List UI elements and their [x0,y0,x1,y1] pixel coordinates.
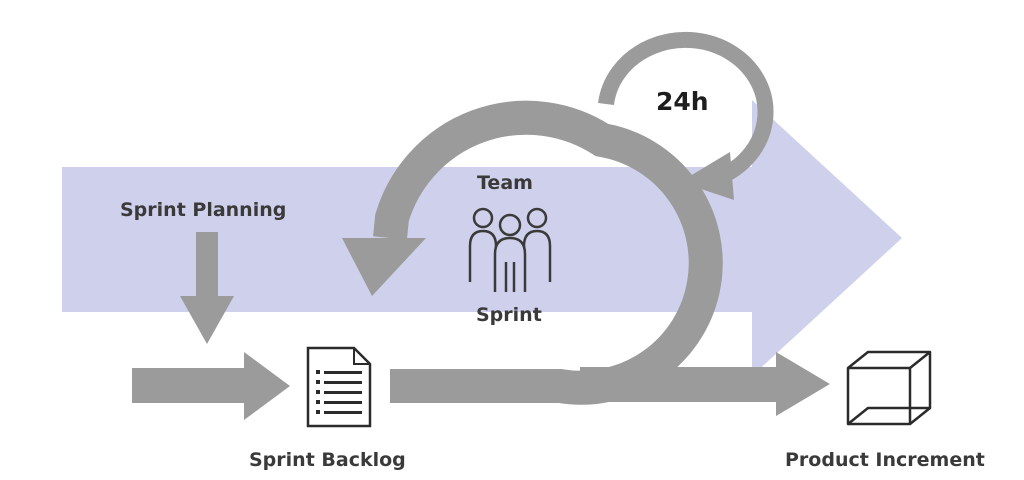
cube-icon [846,350,932,426]
planning-down-arrow [180,232,234,344]
sprint-planning-label: Sprint Planning [120,199,287,221]
sprint-loop-arrowhead [342,238,426,296]
daily-cycle-arrow [598,31,774,184]
document-list-icon [306,346,372,428]
sprint-backlog-label: Sprint Backlog [249,449,406,471]
sprint-loop-arrow [373,100,723,405]
team-people-icon [468,207,552,292]
daily-cycle-arrowhead [680,152,734,200]
input-arrow [132,352,290,420]
daily-cycle-label: 24h [656,87,709,116]
output-arrow [580,352,830,416]
sprint-label: Sprint [476,304,542,326]
product-increment-label: Product Increment [785,449,985,471]
team-label: Team [477,172,533,194]
